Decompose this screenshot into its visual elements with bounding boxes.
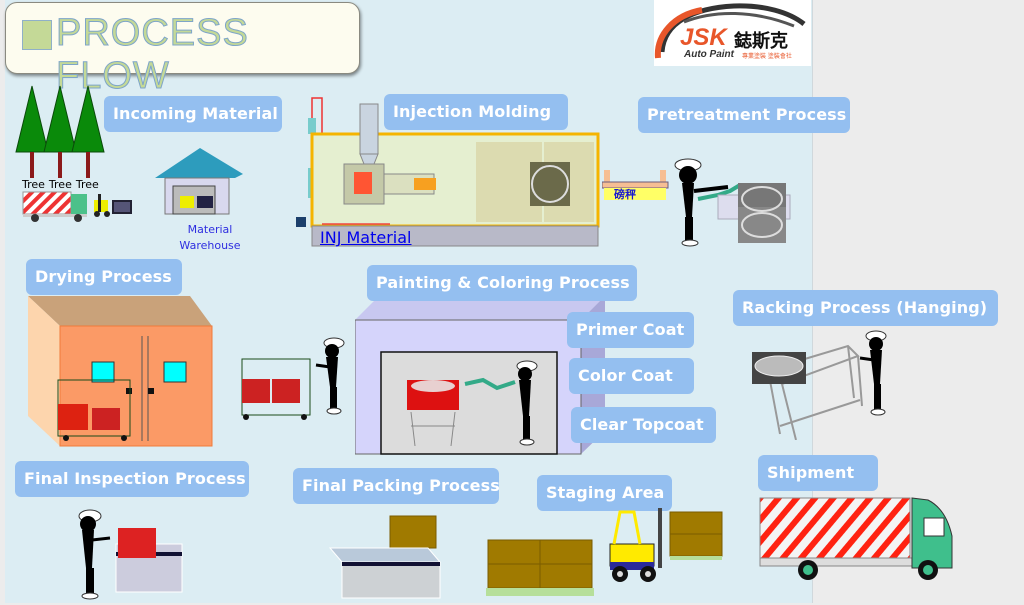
tree-label: Tree [75, 178, 99, 191]
warehouse-caption-line2: Warehouse [179, 239, 241, 252]
warehouse-caption: Material Warehouse [170, 222, 250, 254]
page-title: PROCESS FLOW [56, 12, 249, 98]
label-clear-topcoat: Clear Topcoat [571, 407, 716, 443]
logo-subtitle: Auto Paint [684, 49, 734, 60]
scale-icon [602, 170, 669, 200]
trees-icon [15, 85, 105, 178]
packing-table-and-box-illustration [328, 515, 442, 599]
logo-brand: JSK [680, 24, 727, 51]
label-final-packing-process: Final Packing Process [293, 468, 500, 504]
company-logo: JSK 鋕斯克 Auto Paint 專業塗裝 塗裝會社 [654, 0, 811, 66]
title-square-icon [22, 20, 52, 50]
car-swoosh-icon [654, 3, 806, 59]
label-primer-coat: Primer Coat [567, 312, 694, 348]
label-final-inspection-process: Final Inspection Process [15, 461, 249, 497]
label-incoming-material: Incoming Material [104, 96, 282, 132]
tree-labels: Tree Tree Tree [22, 178, 99, 191]
title-banner: PROCESS FLOW [5, 2, 360, 98]
warehouse-icon [155, 148, 243, 215]
injection-molding-machine-illustration [296, 97, 600, 247]
tree-label: Tree [22, 178, 45, 191]
drying-oven-illustration [28, 296, 213, 447]
scale-label: 磅秤 [614, 188, 636, 201]
warehouse-caption-line1: Material [187, 223, 233, 236]
tree-label: Tree [48, 178, 72, 191]
cart-and-worker-illustration [241, 337, 345, 420]
label-painting-coloring-process: Painting & Coloring Process [367, 265, 637, 301]
racking-frame-and-worker-illustration [752, 330, 887, 440]
label-racking-process: Racking Process (Hanging) [733, 290, 998, 326]
inspection-worker-illustration [78, 509, 183, 600]
logo-chinese: 鋕斯克 [734, 31, 788, 52]
label-drying-process: Drying Process [26, 259, 182, 295]
label-staging-area: Staging Area [537, 475, 672, 511]
label-shipment: Shipment [758, 455, 878, 491]
paint-booth-illustration [355, 296, 605, 455]
inj-material-link[interactable]: INJ Material [320, 228, 412, 247]
label-color-coat: Color Coat [569, 358, 694, 394]
shipment-truck-illustration [759, 497, 953, 580]
label-injection-molding: Injection Molding [384, 94, 568, 130]
truck-and-forklift-icon [22, 191, 132, 222]
worker-with-wheels-illustration [674, 158, 791, 247]
label-pretreatment-process: Pretreatment Process [638, 97, 850, 133]
staging-pallets-and-forklift-illustration [486, 508, 723, 596]
logo-subtitle-cn: 專業塗裝 塗裝會社 [742, 53, 792, 60]
